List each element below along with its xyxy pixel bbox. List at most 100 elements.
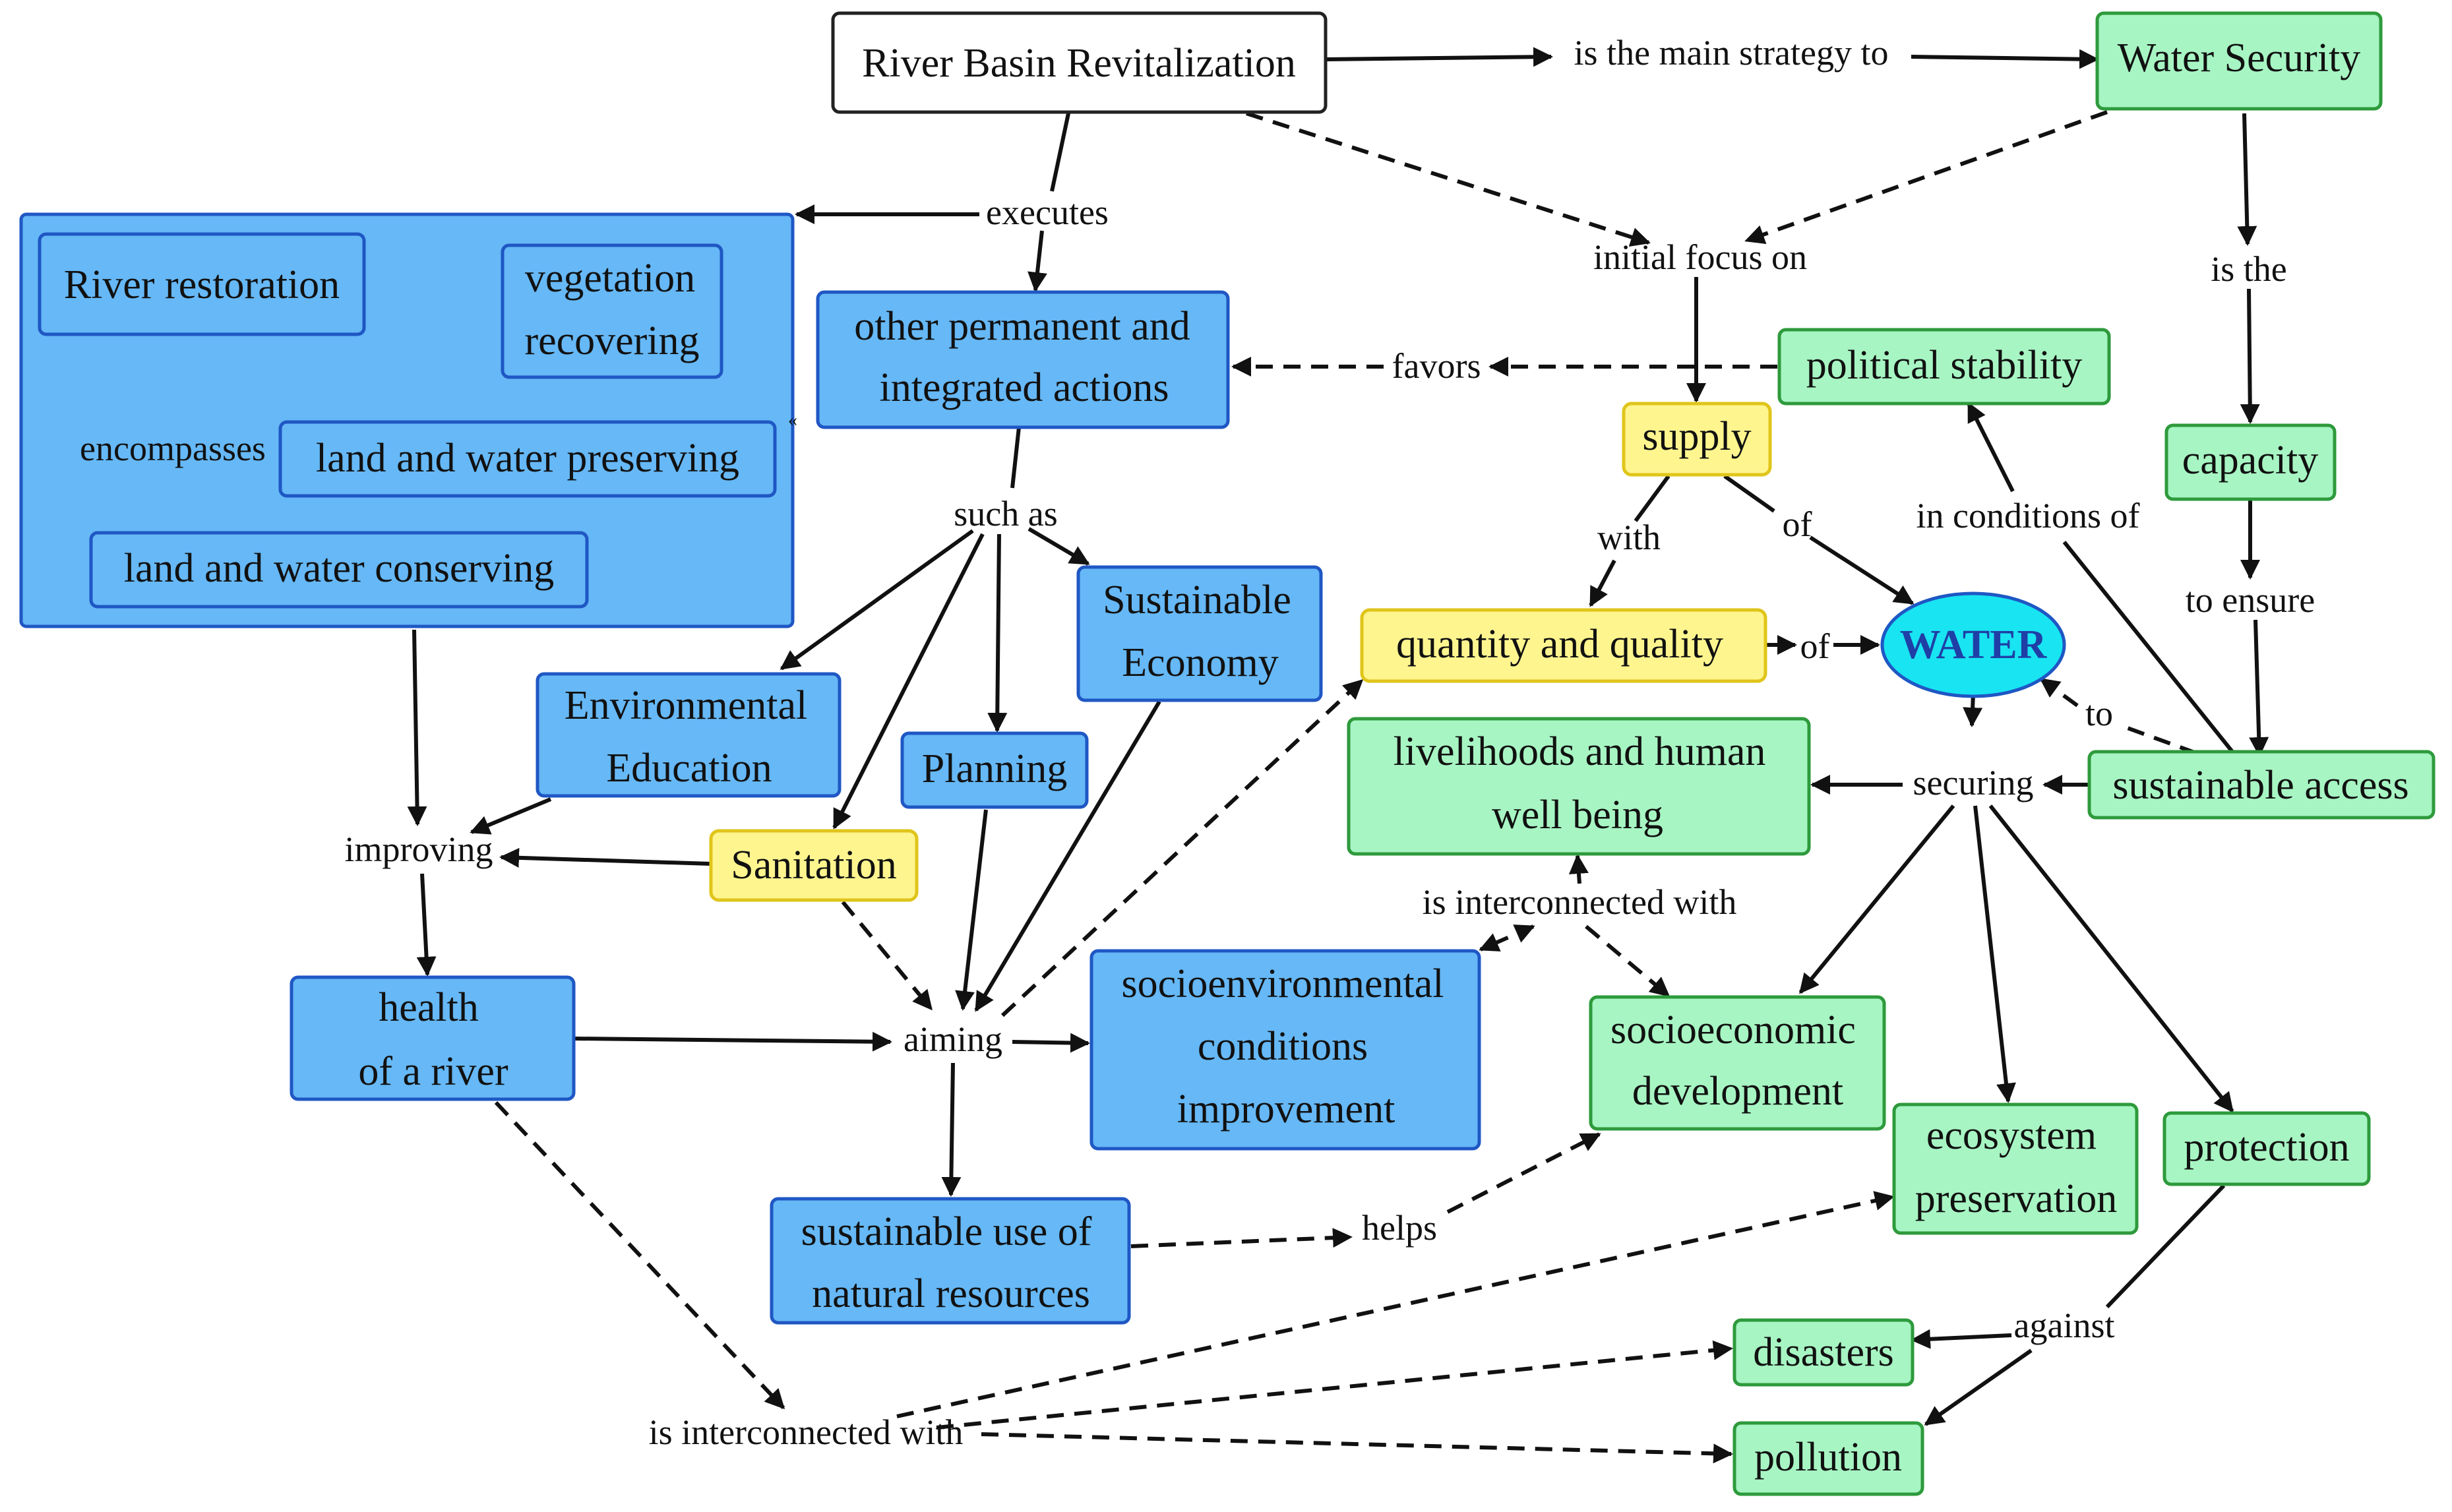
edge-economy-aiming	[974, 700, 1161, 1012]
edge-with-qq	[1589, 559, 1616, 607]
edge-securing-socioeconomic	[1798, 804, 1955, 994]
node-quantity-quality-label: quantity and quality	[1396, 622, 1723, 667]
edge-is-the-capacity	[2240, 288, 2260, 424]
edge-improving-health	[416, 873, 437, 977]
node-vegetation-line2: recovering	[524, 318, 699, 363]
node-ecosystem: ecosystem preservation	[1892, 1103, 2139, 1235]
edge-to-water	[2039, 677, 2079, 708]
edge-rbr-main-strategy	[1326, 47, 1553, 67]
edge-protection-against	[2105, 1184, 2226, 1309]
node-health-river: health of a river	[290, 975, 576, 1101]
edge-access-to	[2119, 723, 2197, 755]
node-vegetation-line1: vegetation	[525, 256, 695, 301]
edge-against-pollution	[1924, 1348, 2033, 1426]
edge-in-conditions-political	[1967, 402, 2015, 493]
link-securing: securing	[1913, 763, 2034, 802]
edge-supply-with	[1634, 475, 1670, 522]
node-sanitation: Sanitation	[709, 829, 919, 902]
edge-securing-ecosystem	[1973, 805, 2016, 1103]
edge-interconnected-ecosystem	[896, 1191, 1895, 1418]
node-ecosystem-line1: ecosystem	[1926, 1113, 2097, 1158]
link-interconnected-bottom: is interconnected with	[649, 1412, 964, 1452]
node-env-ed-line1: Environmental	[565, 683, 807, 728]
node-socioeconomic-line2: development	[1632, 1069, 1843, 1114]
link-helps: helps	[1362, 1208, 1437, 1248]
edge-main-strategy-ws	[1911, 49, 2099, 69]
edge-ws-initial-focus	[1744, 110, 2108, 245]
node-political-stability-label: political stability	[1806, 343, 2082, 388]
edge-interconnected-pollution	[981, 1432, 1733, 1464]
node-livelihoods-line1: livelihoods and human	[1394, 729, 1766, 774]
link-to: to	[2085, 694, 2113, 733]
node-disasters: disasters	[1732, 1318, 1915, 1387]
node-socioeconomic-line1: socioeconomic	[1610, 1008, 1856, 1052]
link-against: against	[2014, 1306, 2115, 1345]
link-is-the: is the	[2211, 249, 2287, 289]
node-socioenv-line3: improvement	[1177, 1087, 1395, 1132]
edge-interconnected-livelihoods	[1568, 854, 1589, 884]
edge-such-as-env-ed	[780, 529, 974, 671]
link-with: with	[1597, 518, 1661, 557]
edge-of-water	[1809, 535, 1915, 605]
edge-sustainable-use-helps	[1130, 1228, 1353, 1248]
edge-such-as-sust-economy	[1027, 527, 1090, 566]
node-planning-label: Planning	[922, 746, 1067, 791]
edge-health-interconnected	[494, 1101, 785, 1410]
edge-interconnected-disasters	[936, 1340, 1733, 1430]
node-sustainable-use-line2: natural resources	[812, 1271, 1090, 1316]
edge-securing-protection	[1988, 804, 2234, 1113]
edge-bluebox-improving	[407, 629, 427, 826]
node-socioenv-line2: conditions	[1198, 1024, 1368, 1069]
node-land-water-conserving: land and water conserving	[89, 531, 589, 609]
link-interconnected-top: is interconnected with	[1423, 882, 1737, 922]
link-favors: favors	[1392, 346, 1481, 386]
link-of-supply: of	[1783, 504, 1812, 544]
node-water-label: WATER	[1900, 622, 2048, 667]
node-livelihoods: livelihoods and human well being	[1347, 717, 1811, 856]
edge-sanitation-improving	[499, 847, 712, 868]
link-encompasses: encompasses	[80, 429, 266, 468]
node-sustainable-use: sustainable use of natural resources	[770, 1197, 1131, 1325]
node-pollution-label: pollution	[1754, 1435, 1902, 1480]
link-executes: executes	[986, 193, 1109, 232]
node-supply-label: supply	[1642, 414, 1751, 459]
node-conserving-label: land and water conserving	[124, 546, 554, 591]
edge-access-in-conditions	[2062, 541, 2234, 753]
edge-ws-is-the	[2237, 113, 2257, 246]
edge-supply-of	[1723, 474, 1775, 513]
node-environmental-education: Environmental Education	[536, 672, 842, 798]
edge-interconnected-socioeconomic	[1585, 924, 1670, 998]
edge-such-as-sanitation	[832, 533, 985, 830]
node-supply: supply	[1622, 402, 1772, 477]
link-in-conditions-of: in conditions of	[1916, 496, 2140, 535]
node-health-line2: of a river	[358, 1049, 508, 1094]
node-vegetation-recovering: vegetation recovering	[501, 243, 723, 379]
node-other-actions: other permanent and integrated actions	[816, 290, 1230, 429]
link-aiming: aiming	[904, 1019, 1002, 1059]
node-economy-line2: Economy	[1122, 640, 1279, 685]
node-economy-line1: Sustainable	[1103, 578, 1291, 622]
link-of-qq: of	[1800, 626, 1830, 666]
node-protection: protection	[2162, 1111, 2371, 1186]
edge-planning-aiming	[955, 809, 988, 1011]
edge-interconnected-socioenv	[1479, 924, 1535, 952]
node-other-actions-line1: other permanent and	[854, 304, 1190, 349]
link-such-as: such as	[954, 494, 1057, 533]
node-river-restoration-label: River restoration	[64, 262, 340, 307]
edge-rbr-initial-focus	[1246, 111, 1651, 247]
node-water-security: Water Security	[2095, 11, 2383, 111]
link-labels: is the main strategy to executes initial…	[80, 33, 2315, 1452]
node-planning: Planning	[900, 731, 1089, 809]
node-pollution: pollution	[1732, 1421, 1924, 1496]
edge-sanitation-aiming	[841, 901, 933, 1011]
node-capacity-label: capacity	[2182, 438, 2319, 483]
edge-aiming-socioenv	[1012, 1033, 1090, 1053]
node-water: WATER	[1880, 591, 2066, 698]
edge-aiming-sustainable-use	[941, 1062, 962, 1197]
node-ecosystem-line2: preservation	[1915, 1176, 2117, 1221]
node-sustainable-economy: Sustainable Economy	[1076, 565, 1323, 702]
node-socioeconomic: socioeconomic development	[1589, 995, 1886, 1131]
nodes: River Basin Revitalization Water Securit…	[19, 11, 2436, 1496]
node-political-stability: political stability	[1777, 328, 2111, 406]
